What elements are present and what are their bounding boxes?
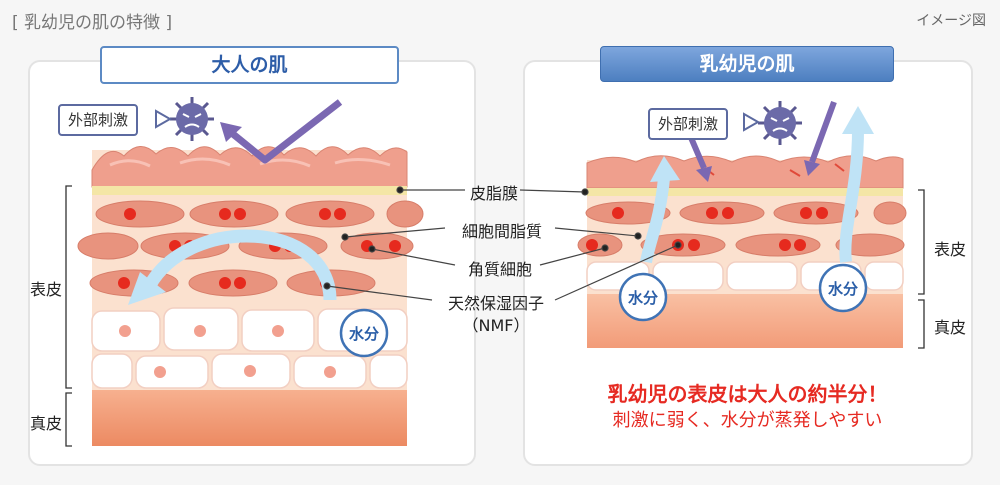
infant-germ-icon bbox=[758, 101, 802, 145]
adult-dermis bbox=[92, 390, 407, 446]
nmf-label: 天然保湿因子 bbox=[447, 294, 544, 313]
image-caption: イメージ図 bbox=[916, 13, 986, 29]
adult-layer-brackets bbox=[65, 185, 72, 447]
adult-living-cell-nuclei bbox=[119, 325, 336, 378]
infant-sub-message: 刺激に弱く、水分が蒸発しやすい bbox=[612, 410, 883, 431]
infant-dermis-label: 真皮 bbox=[934, 318, 967, 337]
infant-key-message: 乳幼児の表皮は大人の約半分！ bbox=[607, 382, 888, 406]
infant-stimulus-arrowhead-2 bbox=[804, 160, 820, 176]
adult-water-label: 水分 bbox=[348, 325, 379, 343]
infant-epidermis-label: 表皮 bbox=[934, 240, 967, 259]
nmf-abbrev-label: （NMF） bbox=[462, 316, 530, 335]
adult-water-arc bbox=[144, 229, 337, 301]
infant-layer-brackets bbox=[918, 189, 925, 349]
infant-water-label-1: 水分 bbox=[627, 289, 658, 307]
adult-stimulus-arrowhead bbox=[220, 122, 242, 142]
infant-water-badge-2 bbox=[818, 263, 868, 313]
adult-surface-highlight bbox=[109, 157, 391, 168]
infant-sebum-layer bbox=[587, 188, 903, 196]
infant-water-label-2: 水分 bbox=[827, 280, 858, 298]
adult-water-arrowhead bbox=[128, 272, 166, 305]
infant-stimulus-arrowhead-1 bbox=[696, 166, 712, 182]
infant-stimulus-arrow-2 bbox=[809, 100, 837, 164]
adult-sebum-layer bbox=[92, 186, 407, 195]
adult-water-badge bbox=[339, 308, 389, 358]
adult-stimulus-label: 外部刺激 bbox=[58, 104, 139, 136]
adult-germ-icon bbox=[170, 97, 214, 141]
infant-nmf-dots bbox=[586, 207, 828, 251]
keratinocyte-label: 角質細胞 bbox=[467, 260, 532, 279]
infant-water-arrow-1 bbox=[640, 177, 670, 264]
sebum-label: 皮脂膜 bbox=[469, 184, 518, 203]
infant-bubble-tail bbox=[743, 112, 761, 132]
adult-skin-cross-section bbox=[77, 146, 424, 446]
infant-water-arrowhead-2 bbox=[842, 106, 874, 134]
adult-bubble-tail bbox=[155, 109, 173, 129]
infant-water-arrow-2 bbox=[839, 129, 864, 263]
section-title: [ 乳幼児の肌の特徴 ] bbox=[12, 13, 173, 33]
adult-stimulus-arrow bbox=[225, 99, 343, 164]
infant-water-arrowhead-1 bbox=[650, 156, 680, 182]
infant-panel-title: 乳幼児の肌 bbox=[600, 46, 894, 82]
infant-stimulus-label: 外部刺激 bbox=[648, 108, 729, 140]
adult-epidermis-label: 表皮 bbox=[30, 280, 63, 299]
intercellular-lipid-label: 細胞間脂質 bbox=[461, 222, 542, 241]
infant-water-badge-1 bbox=[618, 272, 668, 322]
leader-lines bbox=[323, 186, 682, 301]
adult-dermis-label: 真皮 bbox=[30, 414, 63, 433]
adult-panel-title: 大人の肌 bbox=[100, 46, 399, 84]
